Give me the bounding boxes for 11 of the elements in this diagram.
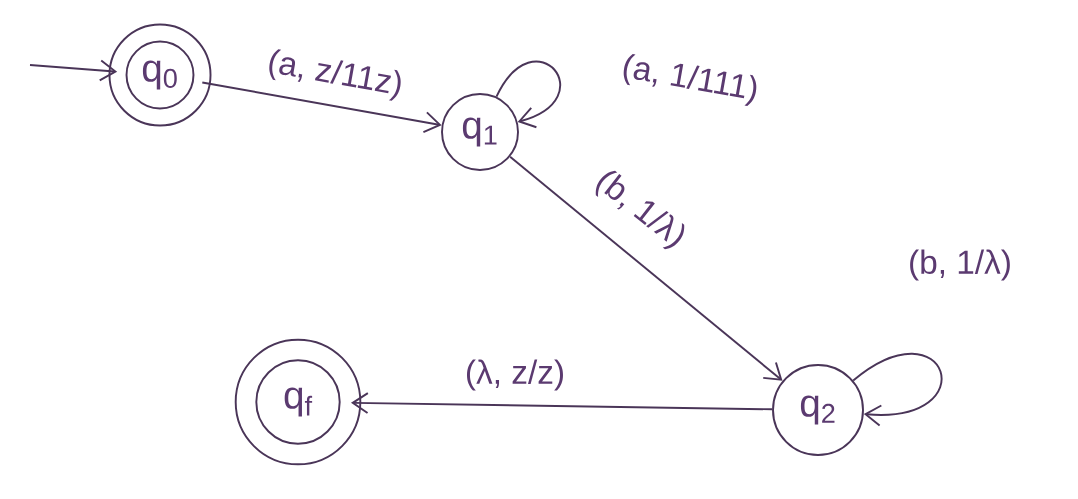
edge-label: (λ, z/z) (463, 357, 567, 393)
edge-label: (b, 1/λ) (587, 163, 693, 257)
transition-arrow (350, 392, 773, 415)
edge-label: (a, 1/111) (617, 50, 763, 110)
self-loop-arrow (495, 60, 562, 129)
transition-arrow (509, 155, 783, 381)
transition-arrow (201, 81, 442, 134)
start-arrow (29, 59, 118, 82)
edge-label: (a, z/11z) (262, 45, 408, 105)
edge-label: (b, 1/λ) (906, 247, 1014, 283)
self-loop-arrow (852, 352, 943, 427)
